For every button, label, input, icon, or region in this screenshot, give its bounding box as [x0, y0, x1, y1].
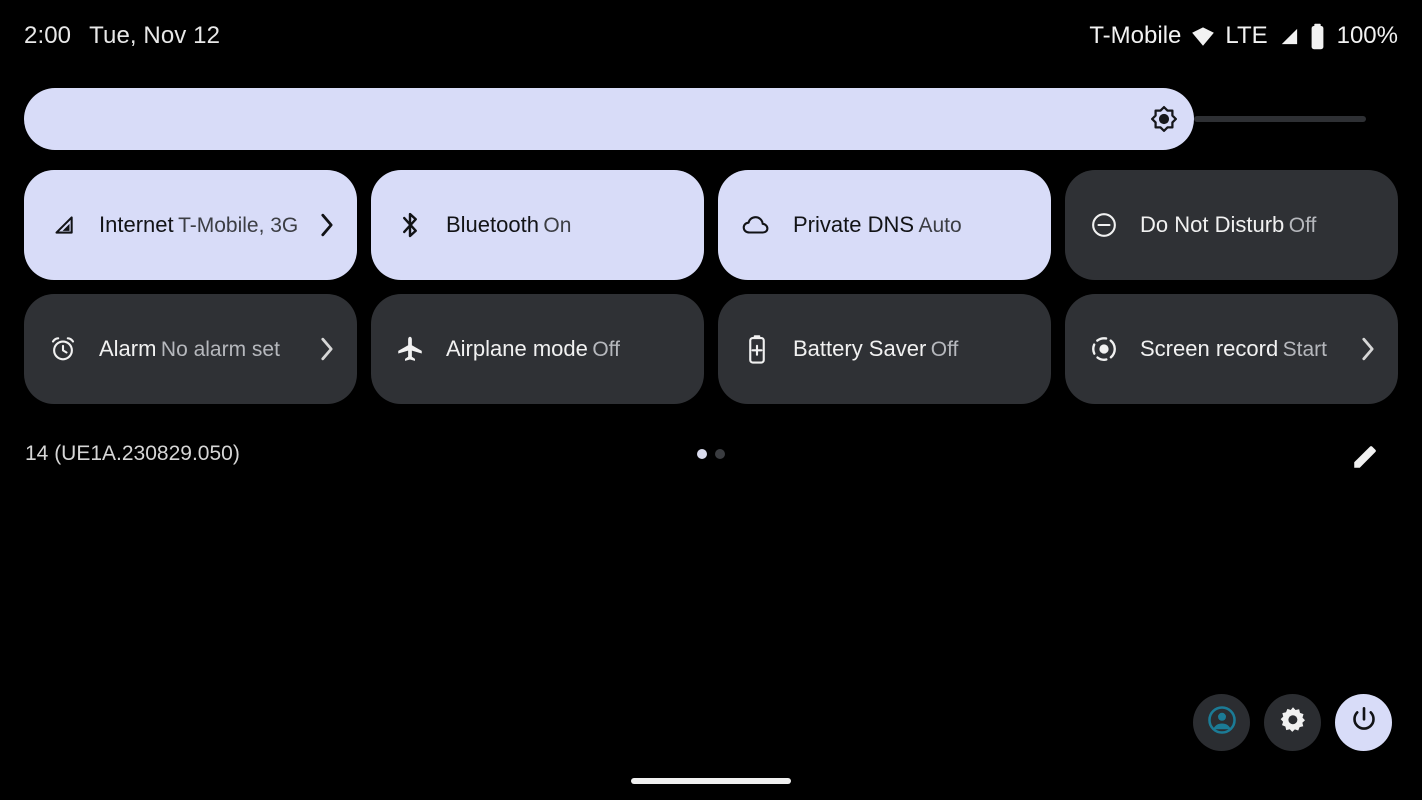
- settings-button[interactable]: [1264, 694, 1321, 751]
- tile-title: Internet: [99, 211, 174, 237]
- tile-airplane-mode[interactable]: Airplane mode Off: [371, 294, 704, 404]
- tile-airplane-mode-text: Airplane mode Off: [446, 335, 684, 363]
- pencil-edit-icon[interactable]: [1348, 440, 1382, 474]
- airplane-icon: [393, 332, 427, 366]
- tile-bluetooth-text: Bluetooth On: [446, 211, 684, 239]
- tile-title: Airplane mode: [446, 335, 588, 361]
- tile-private-dns[interactable]: Private DNS Auto: [718, 170, 1051, 280]
- gesture-nav-handle[interactable]: [631, 778, 791, 784]
- status-date: Tue, Nov 12: [89, 22, 221, 49]
- carrier-label: T-Mobile: [1089, 22, 1182, 49]
- cellular-signal-icon: [1277, 25, 1300, 48]
- tile-do-not-disturb-text: Do Not Disturb Off: [1140, 211, 1378, 239]
- battery-plus-icon: [740, 332, 774, 366]
- power-icon: [1349, 705, 1379, 740]
- tile-bluetooth[interactable]: Bluetooth On: [371, 170, 704, 280]
- tile-subtitle: T-Mobile, 3G: [178, 213, 299, 237]
- brightness-slider-fill[interactable]: [24, 88, 1194, 150]
- user-switcher-button[interactable]: [1193, 694, 1250, 751]
- page-indicator: [0, 449, 1422, 459]
- tile-subtitle: On: [543, 213, 572, 237]
- tile-alarm[interactable]: Alarm No alarm set: [24, 294, 357, 404]
- status-bar-right: T-Mobile LTE 100%: [1089, 22, 1398, 50]
- tile-title: Do Not Disturb: [1140, 211, 1285, 237]
- battery-percent-label: 100%: [1336, 22, 1398, 49]
- status-clock: 2:00: [24, 22, 72, 49]
- quick-settings-footer: 14 (UE1A.230829.050): [0, 436, 1422, 478]
- brightness-sun-icon: [1148, 103, 1180, 135]
- footer-action-buttons: [1193, 694, 1392, 751]
- alarm-clock-icon: [46, 332, 80, 366]
- tile-screen-record[interactable]: Screen record Start: [1065, 294, 1398, 404]
- wifi-icon: [1190, 23, 1216, 49]
- tile-subtitle: Start: [1282, 337, 1327, 361]
- brightness-slider-track[interactable]: [1194, 116, 1366, 122]
- cellular-signal-icon: [46, 208, 80, 242]
- chevron-right-icon[interactable]: [317, 335, 337, 363]
- brightness-slider[interactable]: [24, 88, 1398, 150]
- quick-settings-tile-grid: Internet T-Mobile, 3G Bluetooth On: [24, 170, 1398, 404]
- tile-title: Alarm: [99, 335, 157, 361]
- status-bar: 2:00 Tue, Nov 12 T-Mobile LTE 100%: [0, 0, 1422, 72]
- chevron-right-icon[interactable]: [1358, 335, 1378, 363]
- status-bar-left: 2:00 Tue, Nov 12: [24, 22, 220, 50]
- tile-subtitle: No alarm set: [160, 337, 280, 361]
- cloud-icon: [740, 208, 774, 242]
- tile-title: Private DNS: [793, 211, 915, 237]
- tile-battery-saver-text: Battery Saver Off: [793, 335, 1031, 363]
- tile-internet[interactable]: Internet T-Mobile, 3G: [24, 170, 357, 280]
- gear-icon: [1278, 705, 1308, 740]
- tile-private-dns-text: Private DNS Auto: [793, 211, 1031, 239]
- build-version-label: 14 (UE1A.230829.050): [25, 442, 240, 465]
- page-dot-2[interactable]: [715, 449, 725, 459]
- tile-screen-record-text: Screen record Start: [1140, 335, 1350, 363]
- bluetooth-icon: [393, 208, 427, 242]
- battery-full-icon: [1309, 23, 1326, 50]
- tile-subtitle: Auto: [918, 213, 962, 237]
- tile-title: Battery Saver: [793, 335, 927, 361]
- tile-battery-saver[interactable]: Battery Saver Off: [718, 294, 1051, 404]
- tile-subtitle: Off: [930, 337, 959, 361]
- tile-internet-text: Internet T-Mobile, 3G: [99, 211, 309, 239]
- tile-title: Bluetooth: [446, 211, 539, 237]
- tile-subtitle: Off: [1288, 213, 1317, 237]
- chevron-right-icon[interactable]: [317, 211, 337, 239]
- page-dot-1[interactable]: [697, 449, 707, 459]
- tile-title: Screen record: [1140, 335, 1279, 361]
- tile-subtitle: Off: [592, 337, 620, 361]
- record-icon: [1087, 332, 1121, 366]
- network-type-label: LTE: [1225, 22, 1268, 49]
- user-avatar-icon: [1206, 704, 1238, 741]
- tile-do-not-disturb[interactable]: Do Not Disturb Off: [1065, 170, 1398, 280]
- tile-alarm-text: Alarm No alarm set: [99, 335, 309, 363]
- do-not-disturb-icon: [1087, 208, 1121, 242]
- power-button[interactable]: [1335, 694, 1392, 751]
